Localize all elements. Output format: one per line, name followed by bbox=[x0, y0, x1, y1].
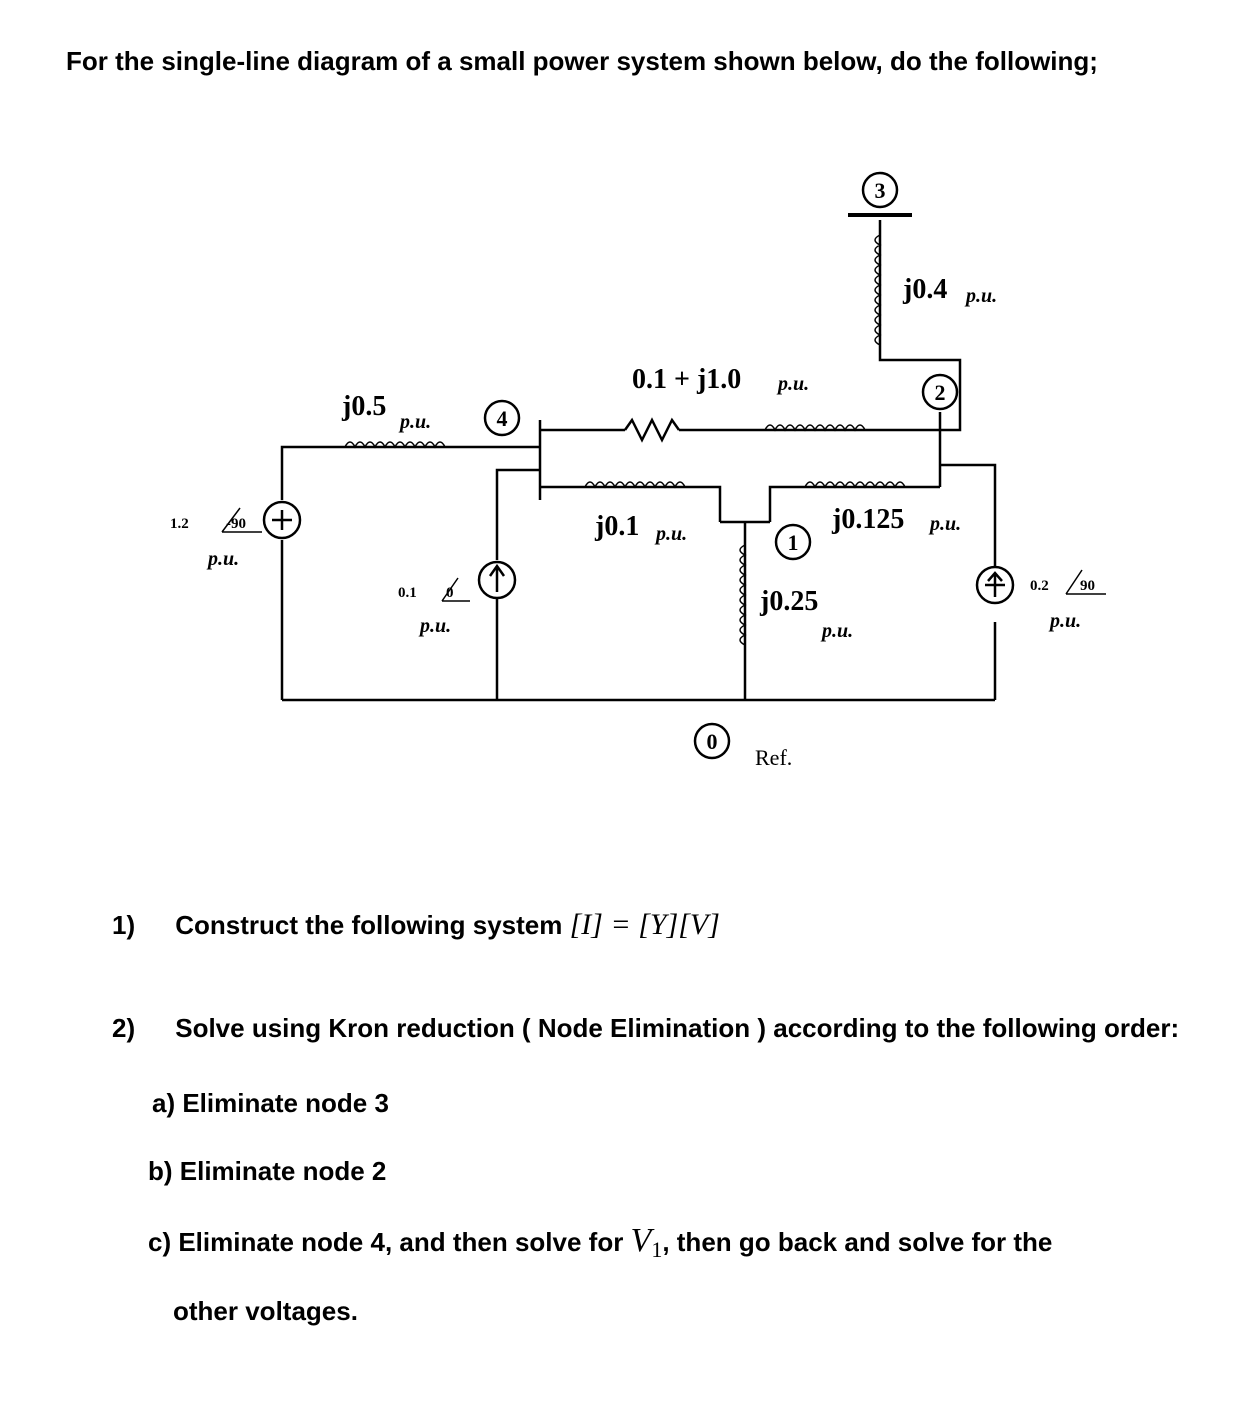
impedance-4-2-label: 0.1 + j1.0 bbox=[632, 364, 741, 395]
node-0-marker bbox=[693, 722, 731, 760]
subtask-c-subscript: 1 bbox=[651, 1237, 663, 1263]
pu-unit-label: p.u. bbox=[654, 523, 687, 545]
node-1-label: 1 bbox=[788, 530, 799, 555]
task-2-number: 2) bbox=[112, 1013, 136, 1043]
inductor-coils bbox=[344, 234, 906, 646]
task-1: 1) Construct the following system [I] = … bbox=[112, 908, 720, 942]
current-source-left bbox=[262, 500, 302, 540]
task-2-text: Solve using Kron reduction ( Node Elimin… bbox=[175, 1013, 1180, 1043]
pu-unit-label: p.u. bbox=[1048, 610, 1081, 632]
reference-label: Ref. bbox=[755, 745, 792, 770]
pu-unit-label: p.u. bbox=[398, 411, 431, 433]
node-3-label: 3 bbox=[875, 178, 886, 203]
angle-symbols bbox=[221, 507, 1106, 602]
pu-unit-label: p.u. bbox=[206, 548, 239, 570]
problem-heading: For the single-line diagram of a small p… bbox=[66, 46, 1098, 76]
pu-unit-label: p.u. bbox=[964, 285, 997, 307]
subtask-c-continuation: other voltages. bbox=[173, 1296, 358, 1326]
source-right-magnitude: 0.2 bbox=[1030, 578, 1049, 594]
impedance-j05-label: j0.5 bbox=[341, 391, 386, 422]
current-source-right bbox=[975, 565, 1015, 605]
pu-unit-label: p.u. bbox=[928, 513, 961, 535]
task-2: 2) Solve using Kron reduction ( Node Eli… bbox=[112, 1013, 1179, 1044]
subtask-c-variable: V bbox=[630, 1222, 652, 1259]
node-3-marker bbox=[861, 171, 899, 209]
impedance-4-1-label: j0.1 bbox=[594, 511, 639, 542]
circuit-wires bbox=[280, 213, 997, 702]
node-0-label: 0 bbox=[707, 729, 718, 754]
node-2-marker bbox=[921, 373, 959, 411]
current-source-mid bbox=[477, 560, 517, 600]
subtask-a: a) Eliminate node 3 bbox=[152, 1088, 389, 1118]
task-1-number: 1) bbox=[112, 910, 136, 940]
impedance-1-0-label: j0.25 bbox=[759, 586, 818, 617]
node-4-label: 4 bbox=[497, 406, 508, 431]
subtask-b: b) Eliminate node 2 bbox=[148, 1156, 387, 1186]
pu-unit-label: p.u. bbox=[820, 620, 853, 642]
pu-unit-label: p.u. bbox=[418, 615, 451, 637]
subtask-c-suffix: , then go back and solve for the bbox=[662, 1227, 1053, 1257]
source-right-angle: 90 bbox=[1080, 578, 1095, 594]
source-mid-angle: 0 bbox=[446, 585, 454, 601]
subtask-c-prefix: c) Eliminate node 4, and then solve for bbox=[148, 1227, 624, 1257]
single-line-diagram: 3 2 4 1 0 j0.5 0.1 + j1.0 j0.1 j0.125 j0… bbox=[170, 171, 1106, 770]
node-4-marker bbox=[483, 399, 521, 437]
impedance-1-2-label: j0.125 bbox=[831, 504, 904, 535]
task-1-text: Construct the following system bbox=[175, 910, 563, 940]
pu-unit-label: p.u. bbox=[776, 373, 809, 395]
subtask-c: c) Eliminate node 4, and then solve for … bbox=[148, 1222, 1052, 1263]
impedance-2-3-label: j0.4 bbox=[902, 274, 947, 305]
task-1-equation: [I] = [Y][V] bbox=[569, 908, 720, 941]
node-1-marker bbox=[774, 523, 812, 561]
node-2-label: 2 bbox=[935, 380, 946, 405]
source-left-angle: -90 bbox=[226, 516, 246, 532]
source-left-magnitude: 1.2 bbox=[170, 516, 189, 532]
source-mid-magnitude: 0.1 bbox=[398, 585, 417, 601]
